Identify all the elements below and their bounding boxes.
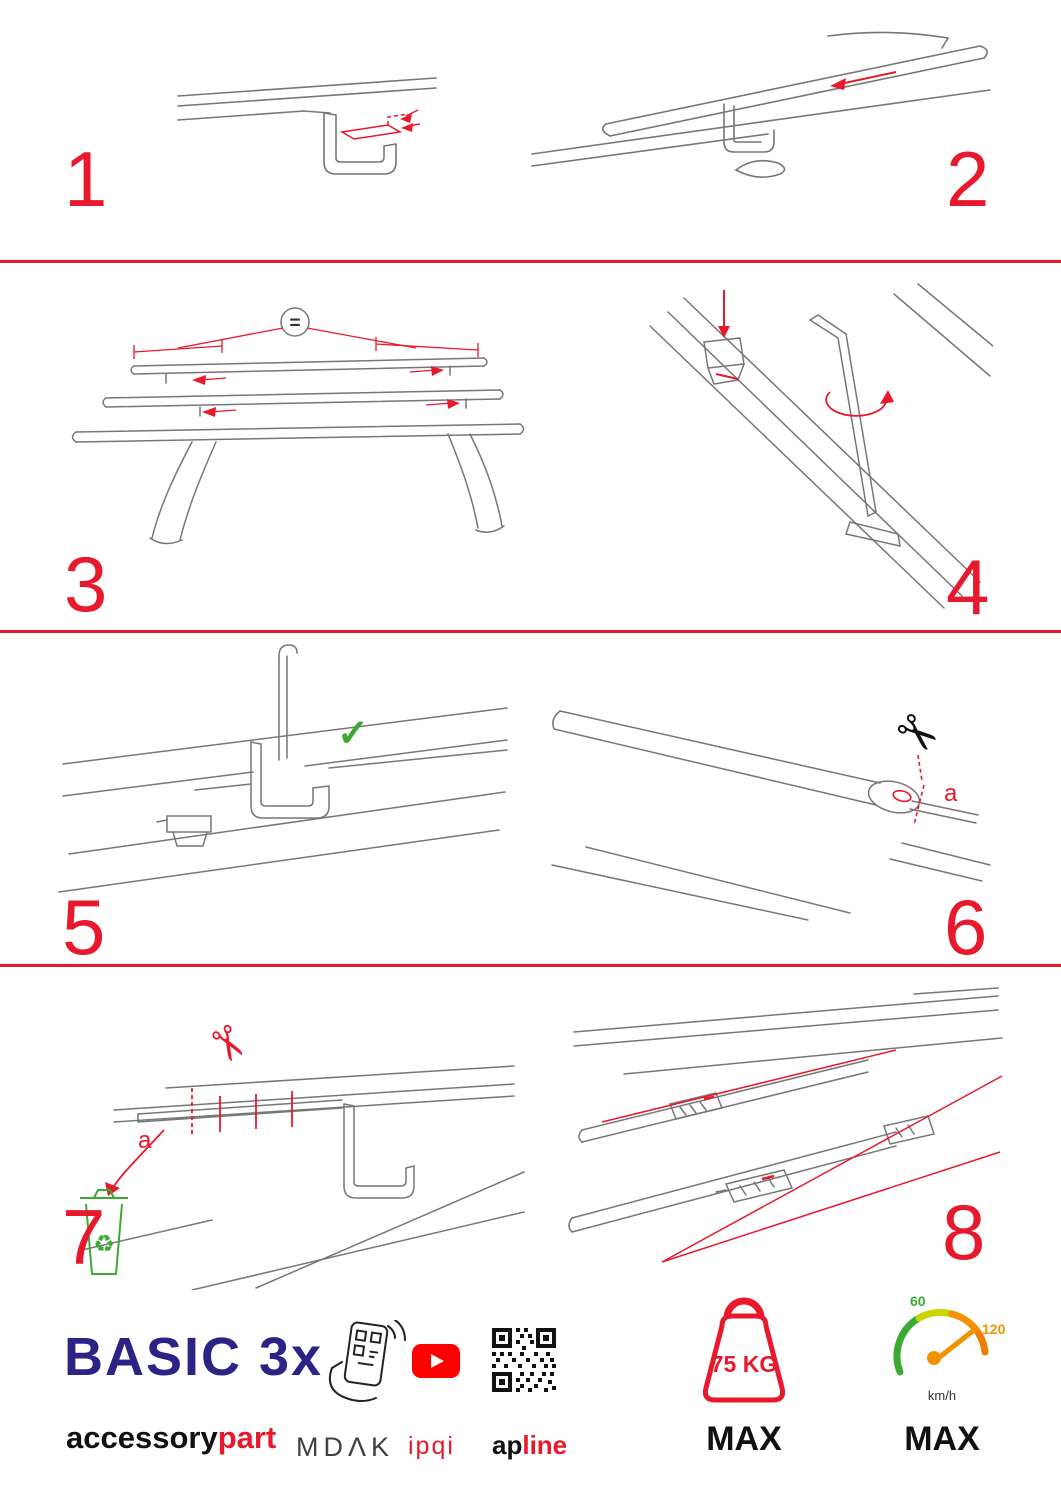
- section-divider: [0, 260, 1061, 263]
- section-divider: [0, 964, 1061, 967]
- brand-red: part: [217, 1420, 277, 1455]
- brand-black: accessory: [66, 1420, 218, 1455]
- speed-max-label: MAX: [904, 1420, 980, 1458]
- logo-ipqi: ipqi: [408, 1432, 455, 1460]
- step6-illustration: ✂ a: [551, 699, 991, 921]
- step8-number: 8: [942, 1188, 986, 1276]
- step8-illustration: [568, 987, 1003, 1263]
- weight-icon: 75 KG: [702, 1297, 786, 1403]
- step1-illustration: [177, 77, 437, 175]
- step3-illustration: =: [71, 307, 525, 545]
- step2-illustration: [531, 31, 991, 178]
- step1-number: 1: [64, 135, 108, 223]
- logo-apline: apline: [492, 1430, 567, 1461]
- weight-max-label: MAX: [706, 1420, 782, 1458]
- speedometer-icon: 60 120 km/h: [893, 1293, 1006, 1403]
- step4-illustration: [649, 283, 993, 609]
- weight-value: 75 KG: [711, 1351, 777, 1377]
- youtube-icon: [412, 1344, 460, 1378]
- scissors-icon: ✂: [883, 699, 951, 769]
- step6-number: 6: [944, 883, 988, 971]
- logo-mdak: MDΛK: [296, 1432, 395, 1462]
- strip-label-a: a: [138, 1127, 152, 1154]
- step3-number: 3: [64, 540, 108, 628]
- recycle-icon: ♻: [93, 1231, 115, 1258]
- qr-code: [492, 1328, 556, 1392]
- product-logo: BASIC 3x: [64, 1327, 324, 1387]
- speed-high-label: 120: [982, 1321, 1006, 1337]
- scissors-icon: ✂: [196, 1014, 260, 1073]
- cut-label-a: a: [944, 780, 958, 807]
- step7-number: 7: [62, 1193, 106, 1281]
- apline-black: ap: [492, 1430, 523, 1460]
- step5-illustration: ✓: [58, 644, 508, 893]
- brand-wordmark: accessorypart: [66, 1420, 276, 1456]
- speed-low-label: 60: [910, 1293, 926, 1309]
- checkmark-icon: ✓: [337, 713, 369, 755]
- step5-number: 5: [62, 883, 106, 971]
- speed-unit-label: km/h: [928, 1388, 956, 1403]
- step4-number: 4: [946, 543, 990, 631]
- section-divider: [0, 630, 1061, 633]
- apline-red: line: [522, 1430, 568, 1460]
- phone-qr-icon: [328, 1320, 406, 1402]
- step2-number: 2: [946, 135, 990, 223]
- equal-spacing-symbol: =: [289, 313, 300, 334]
- step7-illustration: ♻ a ✂: [80, 1014, 525, 1290]
